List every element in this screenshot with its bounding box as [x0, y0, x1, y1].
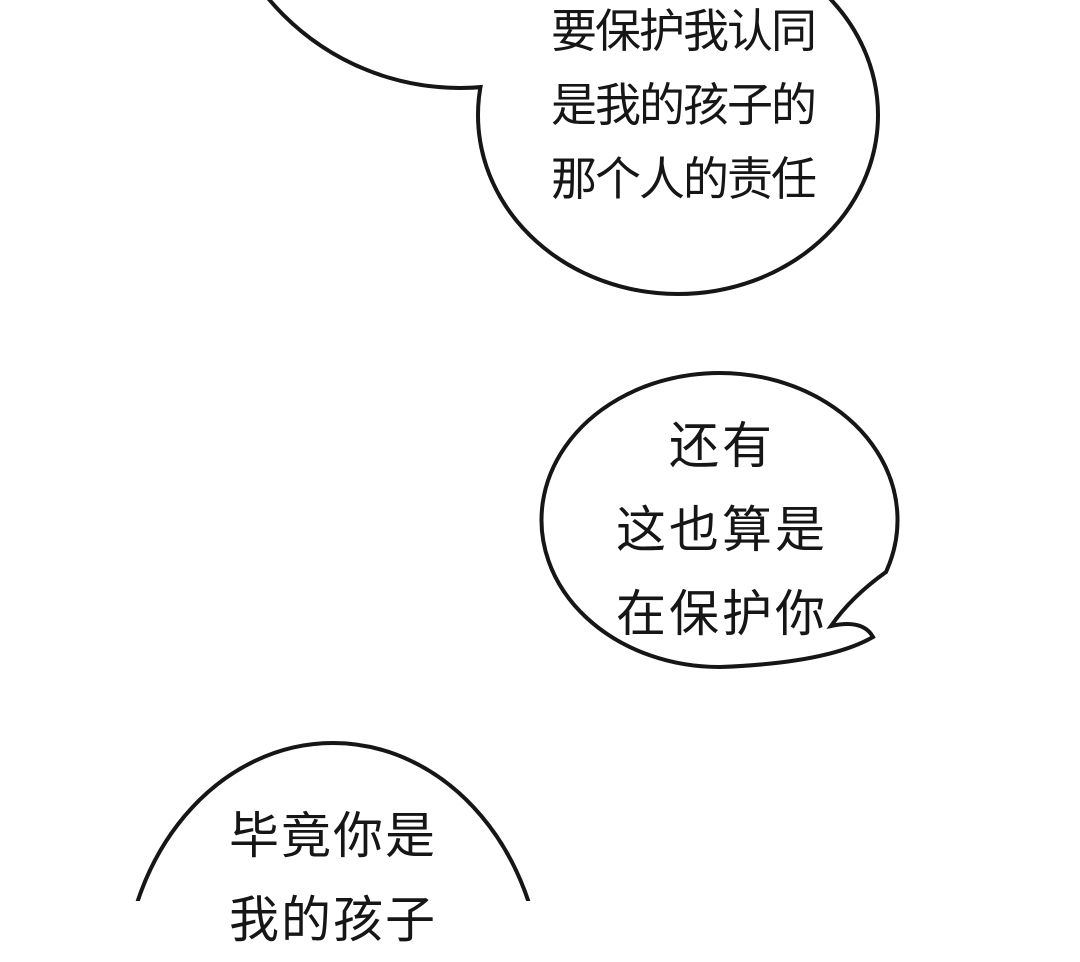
comic-panel: [135, 0, 900, 901]
middle-bubble-line-1: 还有: [669, 417, 775, 475]
top-bubble-fill: [480, 0, 876, 292]
bottom-bubble-line-2-clipped: 我的孩子: [229, 891, 437, 949]
middle-bubble-text: 还有 这也算是 在保护你: [522, 404, 922, 656]
top-bubble-line-1: 要保护我认同: [551, 4, 817, 58]
middle-bubble-line-3: 在保护你: [616, 585, 828, 643]
middle-bubble-outline: [539, 371, 900, 670]
linked-bubble-fill: [272, 0, 648, 86]
bottom-bubble-line-1: 毕竟你是: [229, 807, 437, 865]
bottom-bubble-outline: [135, 741, 531, 901]
top-bubble-text: 要保护我认同 是我的孩子的 那个人的责任: [483, 0, 883, 216]
bottom-bubble-text: 毕竟你是 我的孩子: [133, 794, 533, 962]
top-bubble-line-3: 那个人的责任: [551, 152, 817, 206]
top-speech-bubble: [267, 0, 880, 296]
top-bubble-line-2: 是我的孩子的: [551, 78, 817, 132]
middle-bubble-line-2: 这也算是: [616, 501, 828, 559]
bottom-speech-bubble: [135, 741, 531, 901]
middle-speech-bubble: [539, 371, 900, 670]
